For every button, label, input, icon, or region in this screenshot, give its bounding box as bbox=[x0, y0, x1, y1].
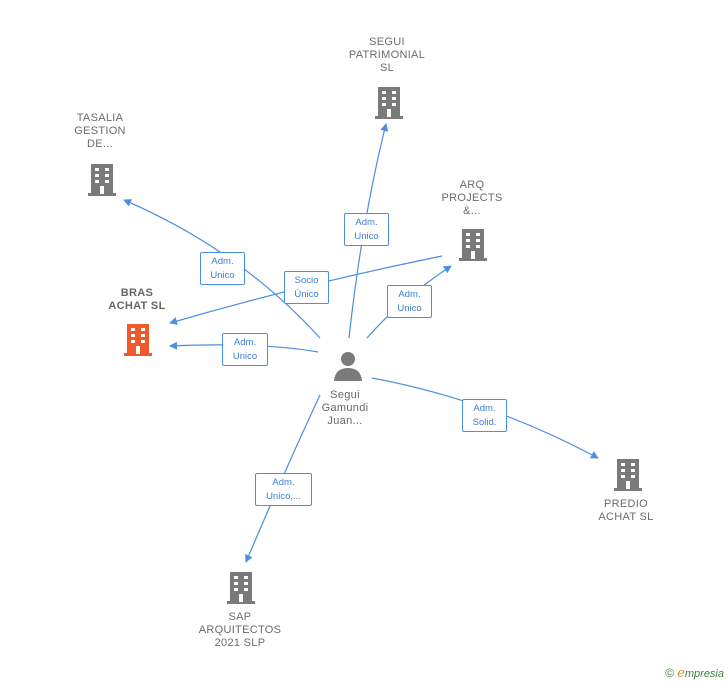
relation-box-predio-achat[interactable]: Adm. Solid. bbox=[462, 399, 507, 432]
relation-box-socio[interactable]: Socio Único bbox=[284, 271, 329, 304]
building-icon[interactable] bbox=[374, 85, 404, 119]
building-icon[interactable] bbox=[226, 570, 256, 604]
relation-box-tasalia[interactable]: Adm. Unico bbox=[200, 252, 245, 285]
relation-box-arq-projects[interactable]: Adm. Unico bbox=[387, 285, 432, 318]
building-icon-highlighted[interactable] bbox=[123, 322, 153, 356]
company-label-predio-achat[interactable]: PREDIO ACHAT SL bbox=[598, 498, 654, 523]
person-icon[interactable] bbox=[333, 350, 363, 382]
building-icon[interactable] bbox=[613, 457, 643, 491]
relation-box-bras-achat[interactable]: Adm. Unico bbox=[222, 333, 268, 366]
company-label-bras-achat[interactable]: BRAS ACHAT SL bbox=[108, 287, 166, 312]
relation-box-segui-patrimonial[interactable]: Adm. Unico bbox=[344, 213, 389, 246]
company-label-arq-projects[interactable]: ARQ PROJECTS &... bbox=[441, 179, 503, 217]
company-label-tasalia[interactable]: TASALIA GESTION DE... bbox=[74, 112, 126, 150]
building-icon[interactable] bbox=[87, 162, 117, 196]
brand-logo: © empresia bbox=[665, 666, 724, 681]
company-label-sap-arquitectos[interactable]: SAP ARQUITECTOS 2021 SLP bbox=[198, 611, 282, 649]
building-icon[interactable] bbox=[458, 227, 488, 261]
person-label[interactable]: Segui Gamundi Juan... bbox=[321, 389, 369, 427]
company-label-segui-patrimonial[interactable]: SEGUI PATRIMONIAL SL bbox=[348, 36, 426, 74]
relation-box-sap-arquitectos[interactable]: Adm. Unico,... bbox=[255, 473, 312, 506]
